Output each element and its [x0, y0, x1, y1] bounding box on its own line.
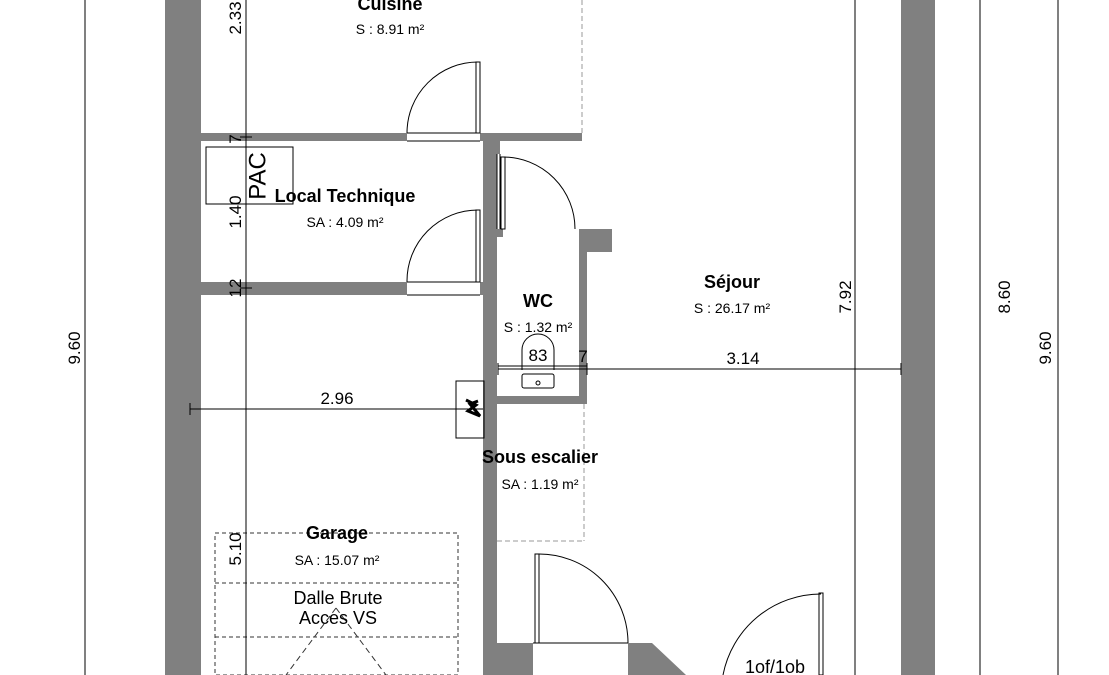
fixtures — [205, 146, 587, 439]
room-name-garage: Garage — [306, 523, 368, 543]
door-wc-swing — [502, 156, 576, 230]
dalle-diag-2 — [335, 607, 387, 675]
door-local-technique[interactable] — [406, 209, 481, 296]
dim-sejour-height: 7.92 — [836, 280, 855, 313]
doors — [406, 61, 824, 675]
dalle-outer-dashed — [214, 532, 459, 675]
wc-code-label: 83 — [529, 346, 548, 365]
door-bottom-swing — [536, 553, 629, 644]
toilet-bowl — [521, 333, 555, 370]
door-wc-leaf — [500, 156, 506, 230]
room-name-sejour: Séjour — [704, 272, 760, 292]
wall-local-right — [483, 141, 497, 646]
door-bottom[interactable] — [533, 553, 629, 644]
door-cuisine-swing — [406, 61, 479, 134]
door-entrance-leaf — [818, 592, 824, 675]
wall-wc-top-stub — [497, 229, 503, 237]
toilet-tank — [521, 373, 555, 389]
door-bottom-leaf — [534, 553, 540, 644]
pac-label: PAC — [244, 152, 271, 200]
dim-garage-height: 5.10 — [226, 532, 245, 565]
door-cuisine[interactable] — [406, 61, 481, 142]
room-name-wc: WC — [523, 291, 553, 311]
pac-unit — [205, 146, 294, 205]
dalle-diag-1 — [285, 607, 337, 675]
room-name-cuisine: Cuisine — [357, 0, 422, 14]
wall-wc-right — [579, 229, 587, 404]
dim-wall-a: 7 — [226, 134, 245, 143]
dimension-lines — [84, 0, 1059, 675]
electrical-panel-box — [455, 380, 485, 439]
wall-cuisine-bottom — [201, 133, 407, 141]
wall-wc-right-stub — [579, 229, 612, 252]
room-area-sous-escalier: SA : 1.19 m² — [501, 476, 578, 492]
room-area-local-technique: SA : 4.09 m² — [306, 214, 383, 230]
dalle-label-line1: Dalle Brute — [293, 588, 382, 608]
dim-right-inner: 8.60 — [995, 280, 1014, 313]
electrical-panel — [455, 380, 485, 439]
room-area-sejour: S : 26.17 m² — [694, 300, 771, 316]
dim-garage-width: 2.96 — [320, 389, 353, 408]
wall-bottom-left — [483, 643, 533, 675]
wall-garage-top-left — [189, 282, 201, 675]
toilet-button — [535, 380, 541, 386]
exterior-wall-right — [901, 0, 935, 675]
toilet-icon — [498, 333, 587, 389]
wall-wc-bottom — [497, 396, 587, 404]
door-local-swing — [406, 209, 479, 283]
door-entrance[interactable] — [722, 592, 824, 675]
room-name-sous-escalier: Sous escalier — [482, 447, 598, 467]
room-area-garage: SA : 15.07 m² — [295, 552, 380, 568]
dalle-label-line2: Acces VS — [299, 608, 377, 628]
dim-left-total: 9.60 — [65, 331, 84, 364]
room-labels: Cuisine S : 8.91 m² Local Technique SA :… — [275, 0, 771, 568]
misc-labels: PAC 83 Dalle Brute Acces VS 1of/1ob — [244, 152, 805, 675]
wall-local-bottom — [201, 282, 407, 295]
dashed-outlines — [214, 0, 585, 675]
door-code-label: 1of/1ob — [745, 657, 805, 675]
dim-wall-c: 7 — [578, 347, 587, 366]
room-area-wc: S : 1.32 m² — [504, 319, 573, 335]
lightning-icon — [465, 398, 482, 418]
door-wc[interactable] — [496, 154, 576, 230]
dim-local-height: 1.40 — [226, 195, 245, 228]
room-area-cuisine: S : 8.91 m² — [356, 21, 425, 37]
dim-wall-b: 12 — [226, 279, 245, 298]
door-entrance-swing — [722, 593, 822, 675]
dim-sejour-width: 3.14 — [726, 349, 759, 368]
room-name-local-technique: Local Technique — [275, 186, 416, 206]
wall-bottom-right — [628, 643, 686, 675]
dim-cuisine-height: 2.33 — [226, 1, 245, 34]
wall-cuisine-bottom-right — [480, 133, 582, 141]
dimension-labels: 9.60 9.60 8.60 7.92 2.33 1.40 7 12 5.10 … — [65, 1, 1055, 565]
dim-right-total: 9.60 — [1036, 331, 1055, 364]
walls — [165, 0, 935, 675]
wall-wc-top — [497, 141, 500, 154]
door-cuisine-leaf — [475, 61, 481, 134]
door-local-leaf — [475, 209, 481, 283]
